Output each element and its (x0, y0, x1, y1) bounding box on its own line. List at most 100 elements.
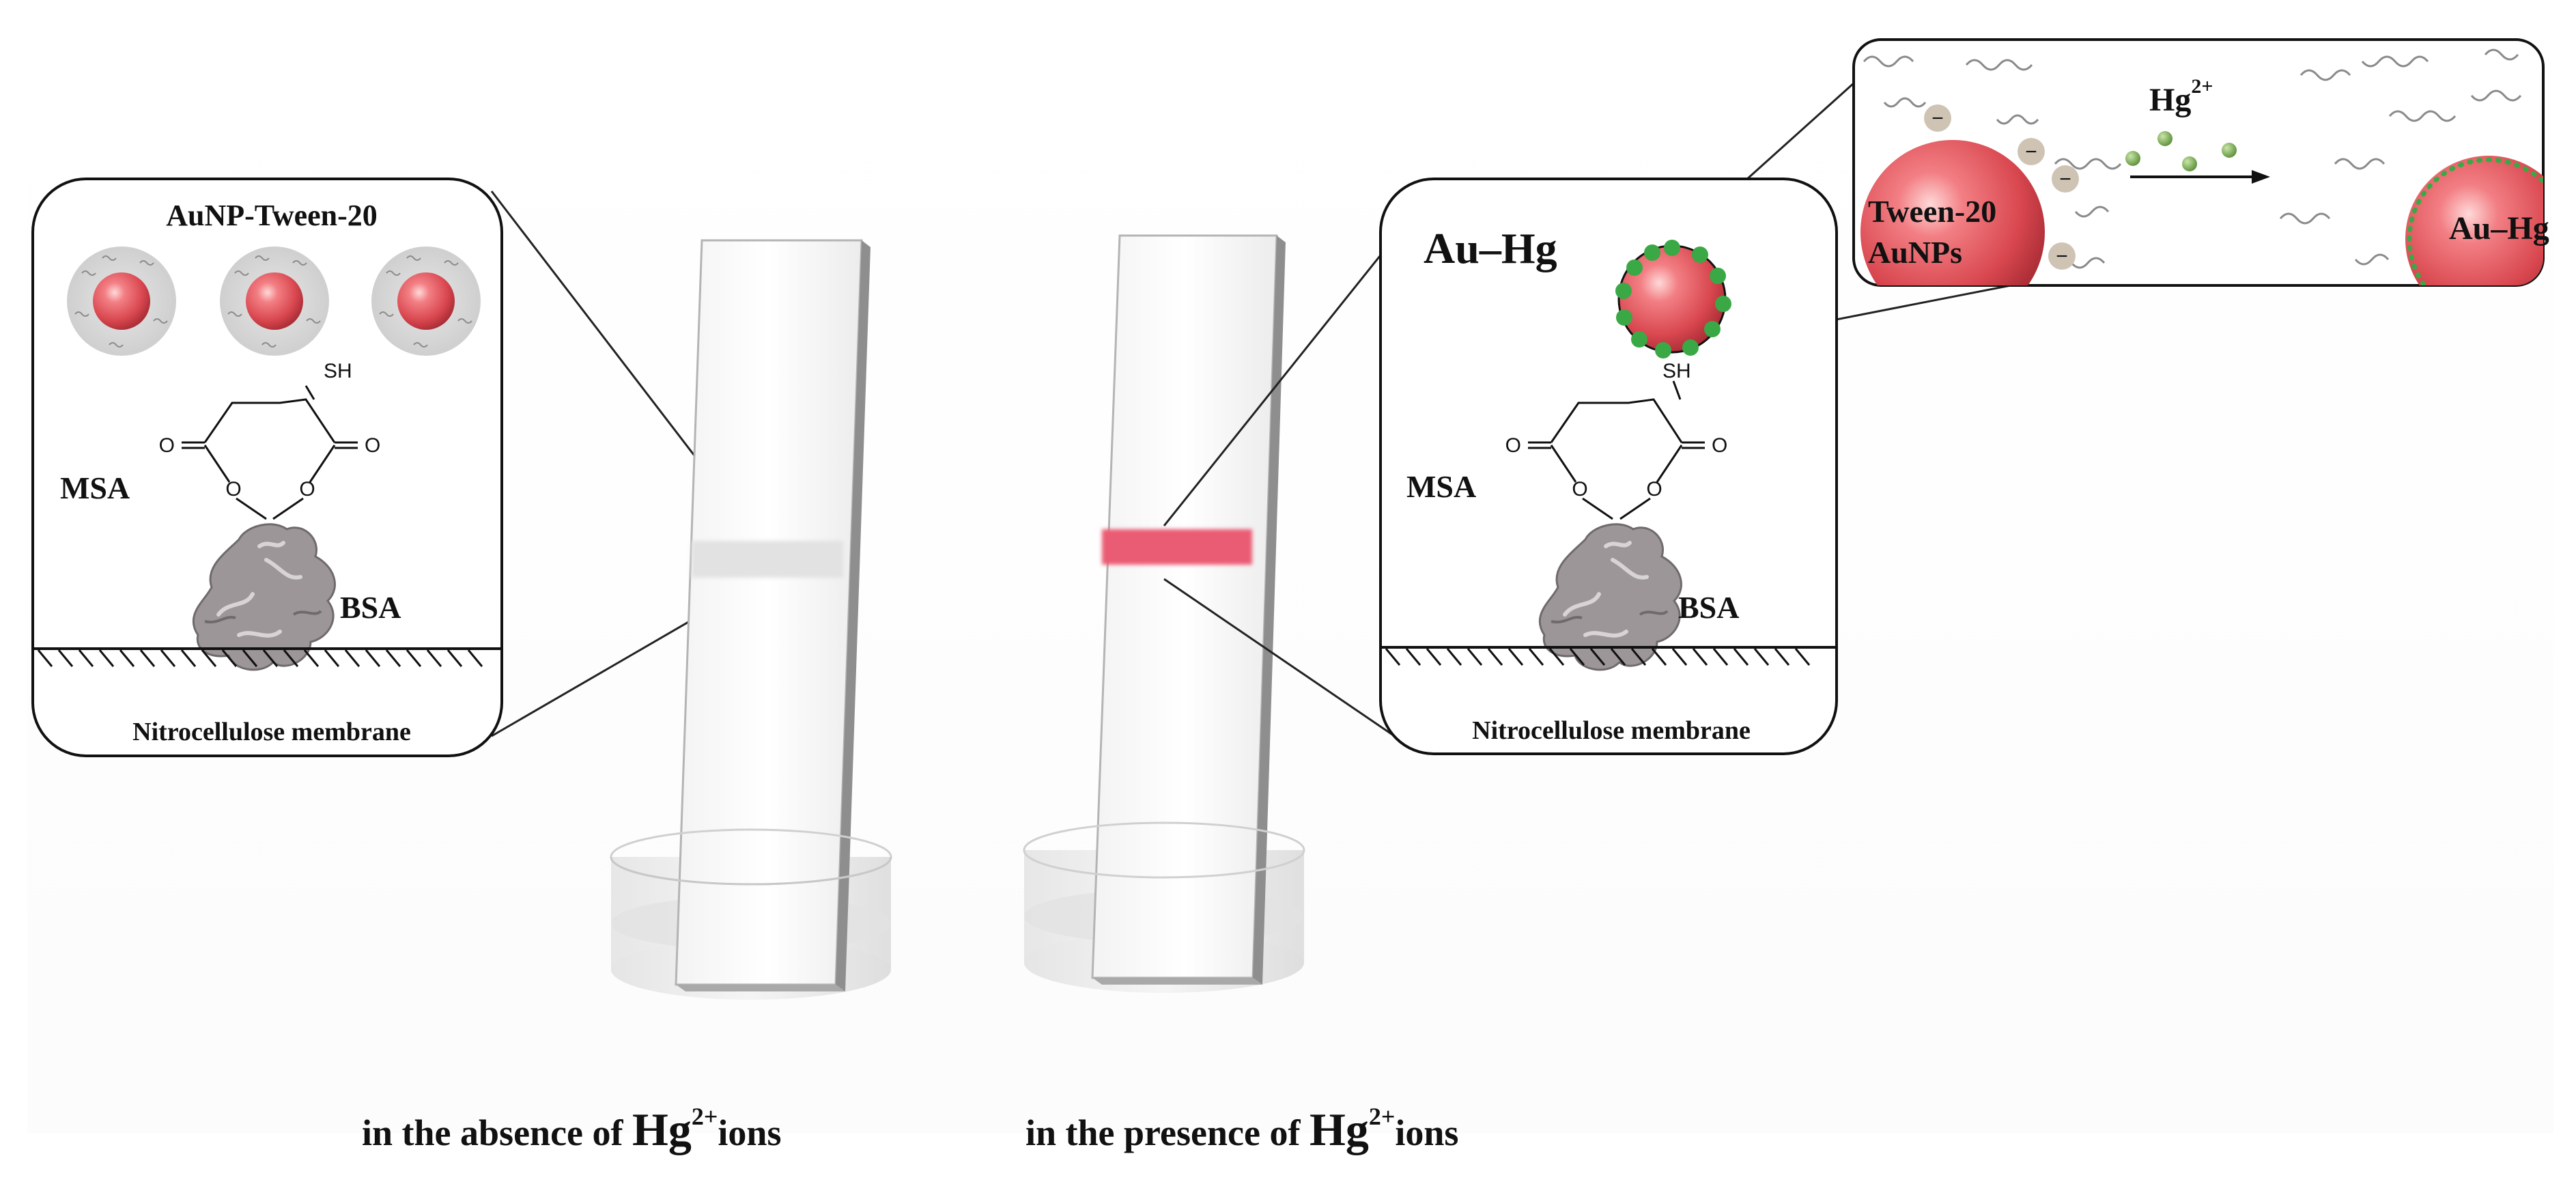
hatch-stroke (1446, 648, 1462, 666)
right-strip-edge (1253, 236, 1286, 985)
thiol-label: SH (1662, 360, 1691, 382)
thiol-label: SH (324, 360, 352, 382)
hatch-stroke (242, 649, 258, 667)
hatch-stroke (1405, 648, 1421, 666)
hatch-stroke (98, 649, 115, 667)
tween-chains (1863, 48, 2522, 269)
hatch-stroke (1508, 648, 1524, 666)
hatch-stroke (1671, 648, 1688, 666)
oxygen-label: O (159, 434, 175, 457)
right-panel-frame (1379, 178, 1838, 755)
hatch-stroke (1692, 648, 1708, 666)
caption-presence: in the presence of Hg2+ions (1025, 1103, 1458, 1155)
au-hg-product-label: Au–Hg (2449, 210, 2549, 246)
left-test-line-negative (692, 541, 843, 578)
hatch-stroke (303, 649, 320, 667)
right-panel: Au–Hg SH O O O O (1379, 178, 1838, 755)
au-hg-particle (1615, 240, 1731, 358)
left-panel: AuNP-Tween-20 (31, 178, 503, 757)
hatch-stroke (1610, 648, 1626, 666)
left-panel-title: AuNP-Tween-20 (166, 199, 378, 232)
right-strip-bottom-edge (1092, 978, 1262, 985)
msa-label: MSA (60, 470, 130, 505)
bsa-protein (1538, 523, 1682, 671)
hatch-stroke (1569, 648, 1585, 666)
hg-ion-dots (2125, 131, 2237, 171)
hatch-stroke (447, 649, 463, 667)
msa-label: MSA (1406, 469, 1476, 504)
hatch-stroke (1467, 648, 1483, 666)
hatch-stroke (1733, 648, 1749, 666)
bsa-protein (192, 523, 336, 671)
hatch-stroke (385, 649, 401, 667)
hatch-stroke (1528, 648, 1544, 666)
shelled-nanoparticle (67, 246, 176, 356)
right-strip (1091, 234, 1278, 979)
hatch-stroke (1712, 648, 1729, 666)
hatch-stroke (365, 649, 381, 667)
oxygen-label: O (1572, 478, 1587, 501)
right-test-line-positive (1102, 529, 1252, 565)
right-cup-rim (1023, 821, 1305, 879)
hatch-stroke (1651, 648, 1667, 666)
hatch-stroke (1426, 648, 1442, 666)
oxygen-label: O (225, 478, 241, 501)
msa-structure (182, 385, 358, 520)
callout-line-right-upper (1163, 252, 1384, 526)
mercury-dots (1615, 240, 1731, 358)
hatch-stroke (160, 649, 176, 667)
tween-aunp-label-line2: AuNPs (1868, 235, 1962, 270)
left-strip-bottom-edge (676, 985, 845, 991)
hatch-stroke (57, 649, 74, 667)
au-hg-big-particle (2405, 156, 2543, 285)
hatch-stroke (180, 649, 197, 667)
hatch-stroke (78, 649, 94, 667)
hatch-stroke (406, 649, 422, 667)
bsa-label: BSA (1678, 590, 1739, 625)
hg-reagent-label: Hg2+ (2149, 75, 2213, 118)
hatch-stroke (1487, 648, 1503, 666)
callout-line-right-lower (1163, 578, 1407, 746)
hatch-stroke (139, 649, 156, 667)
right-panel-title: Au–Hg (1424, 224, 1557, 272)
right-test-strip-assembly (1023, 234, 1305, 993)
svg-text:−: − (2025, 141, 2037, 163)
hatch-stroke (1794, 648, 1811, 666)
membrane-hatching (1385, 648, 1811, 666)
shelled-nanoparticle (371, 246, 481, 356)
svg-text:−: − (1931, 107, 1944, 130)
membrane-label: Nitrocellulose membrane (132, 718, 411, 746)
oxygen-label: O (1712, 434, 1727, 457)
tween-aunp-particle (1860, 140, 2045, 285)
hatch-stroke (201, 649, 217, 667)
svg-text:−: − (2056, 245, 2068, 268)
hatch-stroke (119, 649, 135, 667)
oxygen-label: O (365, 434, 380, 457)
hatch-stroke (262, 649, 279, 667)
hatch-stroke (1589, 648, 1606, 666)
caption-absence: in the absence of Hg2+ions (362, 1103, 781, 1155)
membrane-hatching (37, 649, 483, 667)
hatch-stroke (426, 649, 442, 667)
shelled-nanoparticle (220, 246, 329, 356)
bsa-label: BSA (340, 590, 401, 625)
hatch-stroke (344, 649, 360, 667)
hatch-stroke (1385, 648, 1401, 666)
left-test-strip-assembly (610, 239, 892, 1000)
negative-charge: − (1924, 104, 1951, 132)
hatch-stroke (1548, 648, 1565, 666)
hatch-stroke (37, 649, 53, 667)
oxygen-label: O (1646, 478, 1662, 501)
negative-charge: − (2018, 138, 2045, 165)
negative-charge: − (2048, 242, 2076, 270)
hatch-stroke (1774, 648, 1790, 666)
left-strip (675, 239, 863, 986)
mercury-shell (2407, 157, 2543, 285)
msa-structure (1528, 380, 1705, 520)
negative-charge: − (2052, 165, 2079, 193)
reaction-arrowhead (2252, 170, 2270, 184)
mechanism-inset: − − − − Tween-20 AuNPs Hg2+ (1852, 38, 2549, 287)
svg-text:−: − (2059, 168, 2071, 191)
